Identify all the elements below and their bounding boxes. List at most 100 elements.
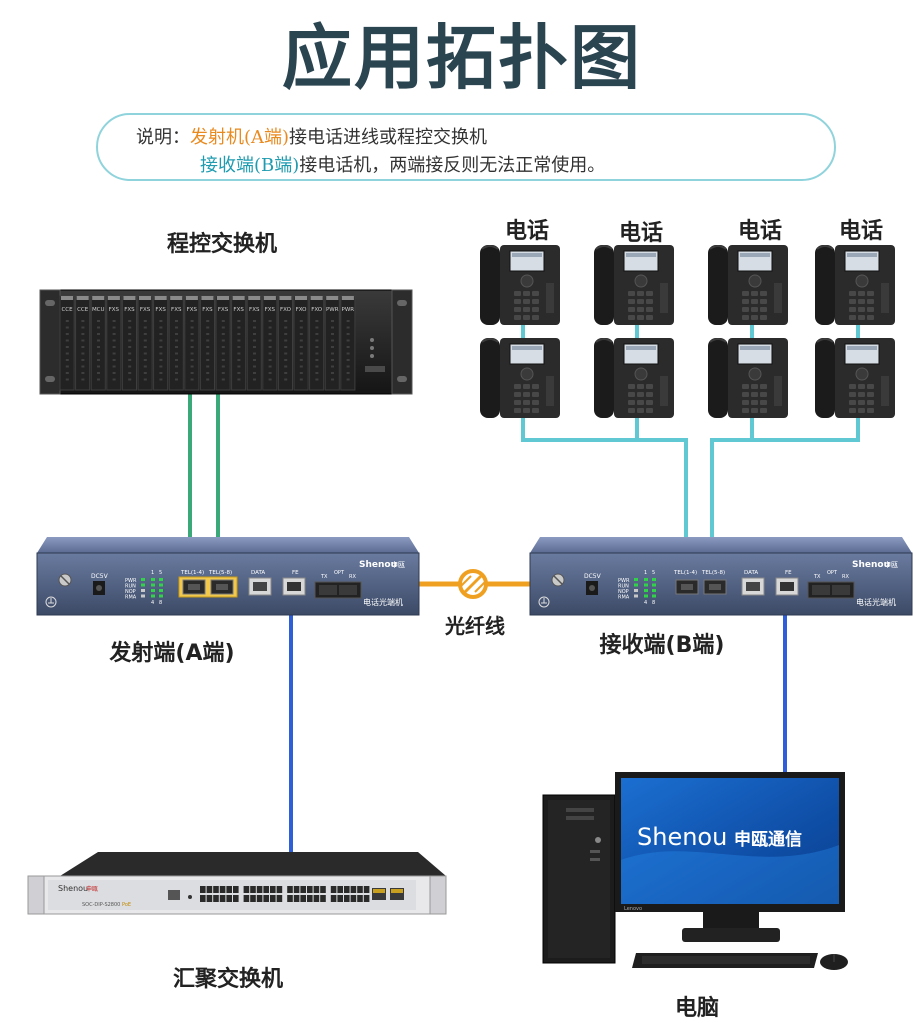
led-label: RUN: [125, 584, 136, 590]
led-num: 5: [159, 570, 162, 576]
ip-phone-icon: [708, 245, 788, 325]
tx-label: TX: [813, 574, 821, 580]
rx-label: RX: [349, 574, 356, 580]
pbx-card: FXO: [277, 295, 293, 391]
aggregation-switch: Shenou 申瓯 SOC-DIP-S2800 PoE: [27, 852, 447, 915]
pc-tower: [542, 794, 616, 964]
pbx-card: FXS: [121, 295, 138, 391]
led-num: 1: [151, 570, 154, 576]
fiber-label: 光纤线: [445, 614, 505, 638]
ip-phone-icon: [594, 245, 674, 325]
tel-label-b: TEL(5-8): [701, 570, 725, 576]
led-num: 5: [652, 570, 655, 576]
led-label: RMA: [125, 595, 137, 601]
pbx-card-label: FXO: [296, 307, 308, 313]
pbx-card: FXS: [137, 295, 153, 391]
led-label: NOP: [618, 589, 629, 595]
monitor-maker: Lenovo: [624, 906, 642, 912]
description-box: 说明：发射机(A端)接电话进线或程控交换机 接收端(B端)接电话机，两端接反则无…: [96, 113, 836, 181]
rx-label: RX: [842, 574, 849, 580]
computer-label: 电脑: [674, 996, 720, 1021]
phone-group: [480, 245, 895, 418]
note-prefix: 说明：: [136, 127, 190, 148]
pbx-card-label: PWR: [342, 307, 355, 313]
keyboard: [632, 953, 818, 968]
phone-label-2: 电话: [618, 221, 664, 246]
device-brand-cn: 申瓯: [884, 560, 898, 569]
ip-phone-icon: [594, 338, 674, 418]
pbx-card-label: CCE: [77, 307, 89, 313]
led-num: 1: [644, 570, 647, 576]
led-num: 8: [652, 600, 655, 606]
switch-brand-cn: 申瓯: [86, 885, 98, 893]
device-brand: Shenou: [359, 560, 397, 570]
pbx-label: 程控交换机: [166, 232, 278, 257]
switch-model: SOC-DIP-S2800: [82, 902, 120, 908]
pbx-card: FXS: [262, 295, 278, 391]
ip-phone-icon: [815, 245, 895, 325]
pbx-card: FXO: [309, 295, 325, 391]
transmitter-label: 发射端(A端): [109, 641, 235, 666]
pbx-card: FXS: [199, 295, 215, 391]
pbx-card: PWR: [324, 295, 340, 391]
fiber-connector-icon: [458, 569, 488, 599]
ip-phone-icon: [480, 245, 560, 325]
pbx-card-label: FXS: [109, 307, 120, 313]
note-line2-text: 接电话机，两端接反则无法正常使用。: [299, 155, 606, 176]
device-product-name: 电话光端机: [856, 597, 896, 607]
device-brand-cn: 申瓯: [391, 560, 405, 569]
pbx-card: FXS: [106, 295, 122, 391]
fe-port-label: FE: [785, 570, 792, 576]
note-line-2: 接收端(B端)接电话机，两端接反则无法正常使用。: [200, 151, 605, 177]
led-num: 8: [159, 600, 162, 606]
pbx-card-label: FXS: [155, 307, 166, 313]
device-brand: Shenou: [852, 560, 890, 570]
ip-phone-icon: [480, 338, 560, 418]
pbx-card: FXS: [153, 295, 169, 391]
phone-label-1: 电话: [504, 219, 550, 244]
pbx-card: FXS: [246, 295, 262, 391]
led-label: PWR: [125, 578, 137, 584]
page-title: 应用拓扑图: [282, 17, 642, 99]
monitor-brand: Shenou: [637, 823, 727, 851]
pbx-card-label: FXS: [171, 307, 182, 313]
ground-icon: [45, 596, 57, 608]
pbx-card-label: MCU: [92, 307, 105, 313]
pbx-card: MCU: [90, 295, 106, 391]
receiver-label: 接收端(B端): [599, 633, 725, 658]
pbx-card: FXO: [293, 295, 309, 391]
tx-label: TX: [320, 574, 328, 580]
pbx-card: PWR: [340, 295, 356, 391]
pbx-card-label: PWR: [326, 307, 339, 313]
switch-poe: PoE: [122, 902, 131, 908]
tel-label-b: TEL(5-8): [208, 570, 232, 576]
phone-label-4: 电话: [838, 219, 884, 244]
phone-label-3: 电话: [737, 219, 783, 244]
led-label: RUN: [618, 584, 629, 590]
pbx-card-label: FXS: [218, 307, 229, 313]
opt-label: OPT: [827, 570, 838, 576]
note-line1-text: 接电话进线或程控交换机: [289, 127, 488, 148]
pbx-status-panel: [365, 338, 385, 372]
switch-ports: [200, 886, 370, 902]
note-transmitter: 发射机(A端): [190, 127, 290, 148]
pbx-card: FXS: [231, 295, 247, 391]
tel-label-a: TEL(1-4): [673, 570, 697, 576]
pbx-card-label: FXS: [265, 307, 276, 313]
led-label: RMA: [618, 595, 630, 601]
pbx-card-label: FXS: [202, 307, 213, 313]
fe-port-label: FE: [292, 570, 299, 576]
pbx-card: CCE: [75, 295, 91, 391]
note-line-1: 说明：发射机(A端)接电话进线或程控交换机: [136, 123, 487, 149]
data-port-label: DATA: [251, 570, 265, 576]
mouse: [820, 954, 848, 970]
pbx-card-label: FXS: [187, 307, 198, 313]
pbx-card: CCE: [59, 295, 75, 391]
switch-brand: Shenou: [58, 884, 88, 893]
data-port-label: DATA: [744, 570, 758, 576]
led-num: 4: [151, 600, 154, 606]
pbx-card-label: FXS: [249, 307, 260, 313]
